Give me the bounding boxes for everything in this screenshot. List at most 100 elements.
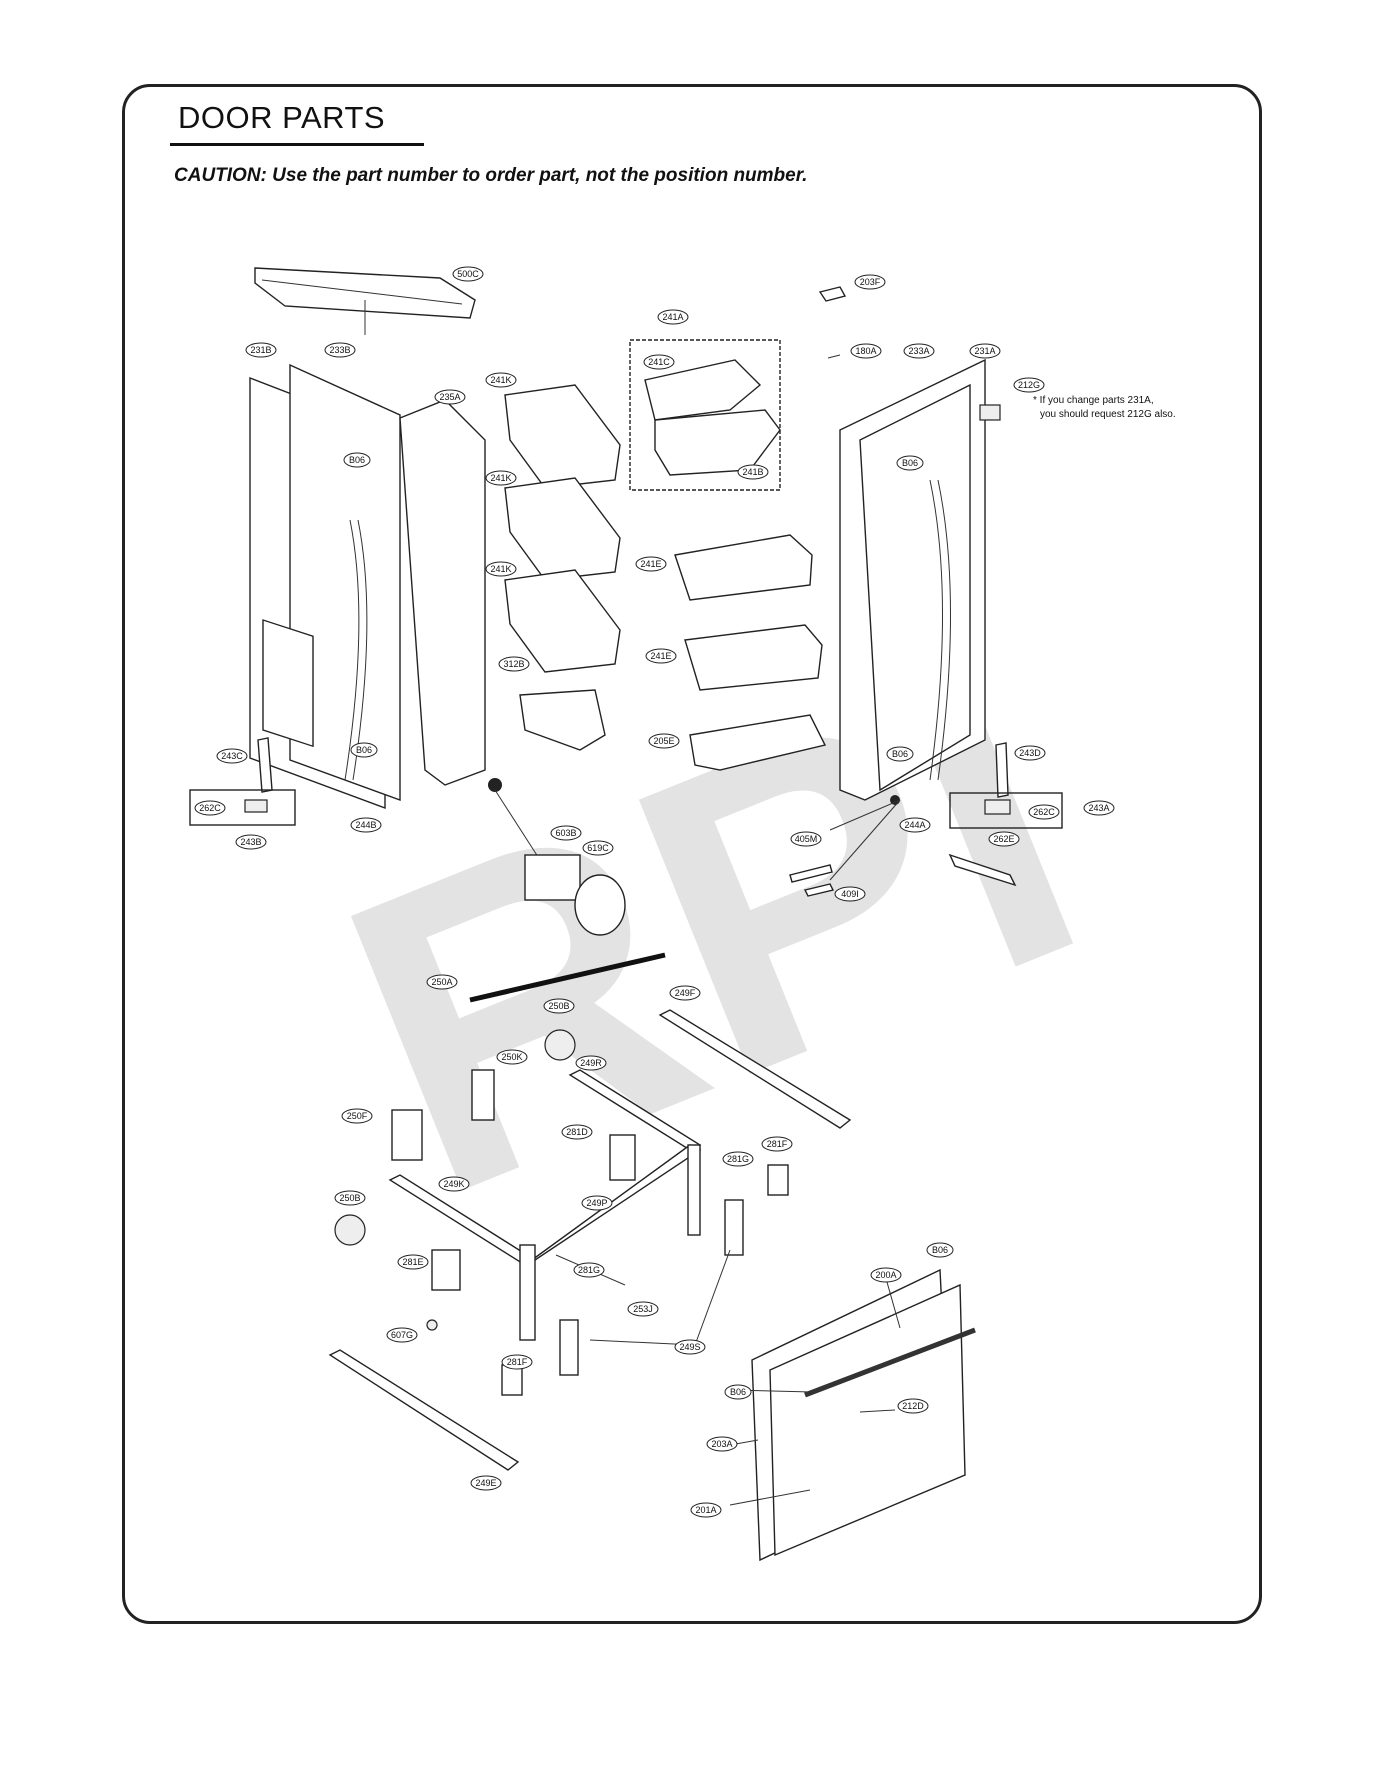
part-619c-valve (488, 778, 626, 936)
svg-text:250B: 250B (548, 1001, 569, 1011)
label-262c-1: 262C (194, 800, 226, 816)
part-500c-cover (254, 267, 476, 335)
part-243b-group (189, 789, 296, 826)
svg-text:253J: 253J (633, 1304, 653, 1314)
label-281e: 281E (397, 1254, 429, 1270)
label-241c: 241C (643, 354, 675, 370)
part-262c-right (984, 799, 1011, 815)
part-409i (803, 883, 835, 897)
label-500c: 500C (452, 266, 484, 282)
label-231a: 231A (969, 343, 1001, 359)
svg-text:249F: 249F (675, 988, 696, 998)
svg-text:281F: 281F (507, 1357, 528, 1367)
part-bins-241k (504, 384, 621, 673)
svg-text:244A: 244A (904, 820, 925, 830)
label-249p: 249P (581, 1195, 613, 1211)
svg-text:241A: 241A (662, 312, 683, 322)
part-249e-rail (328, 1349, 520, 1471)
label-243b: 243B (235, 834, 267, 850)
svg-text:212G: 212G (1018, 380, 1040, 390)
svg-text:249R: 249R (580, 1058, 602, 1068)
part-bins-241e (674, 534, 823, 691)
svg-text:281E: 281E (402, 1257, 423, 1267)
part-281e (431, 1249, 461, 1291)
svg-text:B06: B06 (892, 749, 908, 759)
label-233a: 233A (903, 343, 935, 359)
label-b06-a: B06 (343, 452, 371, 468)
position-labels: 500C 203F 241A 180A 231B 233B 235A 241K … (194, 266, 1115, 1518)
diagram-frame (122, 84, 1262, 1624)
label-b06-f: B06 (724, 1384, 752, 1400)
label-250a: 250A (426, 974, 458, 990)
label-249s: 249S (674, 1339, 706, 1355)
svg-text:500C: 500C (457, 269, 479, 279)
label-212d: 212D (897, 1398, 929, 1414)
page-title: DOOR PARTS (178, 100, 386, 135)
part-203f (818, 286, 847, 302)
svg-text:281G: 281G (578, 1265, 600, 1275)
label-241a: 241A (657, 309, 689, 325)
svg-text:249S: 249S (679, 1342, 700, 1352)
svg-text:281G: 281G (727, 1154, 749, 1164)
label-203f: 203F (854, 274, 886, 290)
title-underline (170, 143, 424, 146)
svg-text:212D: 212D (902, 1401, 924, 1411)
svg-text:262E: 262E (993, 834, 1014, 844)
part-249s-upper (724, 1199, 744, 1256)
part-262c-left (244, 799, 268, 813)
svg-text:201A: 201A (695, 1505, 716, 1515)
label-262c-2: 262C (1028, 804, 1060, 820)
svg-text:233A: 233A (908, 346, 929, 356)
part-250f (391, 1109, 423, 1161)
svg-text:603B: 603B (555, 828, 576, 838)
label-203a: 203A (706, 1436, 738, 1452)
part-frame-assembly (388, 1069, 702, 1341)
svg-text:205E: 205E (653, 736, 674, 746)
svg-text:200A: 200A (875, 1270, 896, 1280)
svg-text:243A: 243A (1088, 803, 1109, 813)
svg-text:405M: 405M (795, 834, 818, 844)
svg-text:619C: 619C (587, 843, 609, 853)
label-244a: 244A (899, 817, 931, 833)
label-250f: 250F (341, 1108, 373, 1124)
svg-text:231B: 231B (250, 345, 271, 355)
label-249r: 249R (575, 1055, 607, 1071)
svg-text:B06: B06 (932, 1245, 948, 1255)
svg-text:203F: 203F (860, 277, 881, 287)
label-249f: 249F (669, 985, 701, 1001)
label-b06-d: B06 (886, 746, 914, 762)
label-249k: 249K (438, 1176, 470, 1192)
part-243d (995, 742, 1009, 798)
svg-text:409I: 409I (841, 889, 859, 899)
part-250k (471, 1069, 495, 1121)
label-249e: 249E (470, 1475, 502, 1491)
svg-text:243D: 243D (1019, 748, 1041, 758)
svg-text:244B: 244B (355, 820, 376, 830)
svg-text:235A: 235A (439, 392, 460, 402)
note-line-1: * If you change parts 231A, (1033, 395, 1154, 406)
label-281f-2: 281F (501, 1354, 533, 1370)
svg-text:249E: 249E (475, 1478, 496, 1488)
label-b06-e: B06 (926, 1242, 954, 1258)
part-312b (519, 689, 606, 751)
label-253j: 253J (627, 1301, 659, 1317)
svg-text:241C: 241C (648, 357, 670, 367)
label-b06-c: B06 (350, 742, 378, 758)
svg-text:B06: B06 (902, 458, 918, 468)
svg-text:249P: 249P (586, 1198, 607, 1208)
part-left-door (249, 363, 486, 810)
svg-text:262C: 262C (199, 803, 221, 813)
label-235a: 235A (434, 389, 466, 405)
label-241k-2: 241K (485, 470, 517, 486)
label-212g: 212G (1013, 377, 1045, 393)
svg-text:250B: 250B (339, 1193, 360, 1203)
label-201a: 201A (690, 1502, 722, 1518)
part-freezer-drawer (751, 1268, 976, 1562)
label-409i: 409I (834, 886, 866, 902)
svg-text:241B: 241B (742, 467, 763, 477)
svg-text:241K: 241K (490, 473, 511, 483)
svg-text:249K: 249K (443, 1179, 464, 1189)
label-231b: 231B (245, 342, 277, 358)
label-250k: 250K (496, 1049, 528, 1065)
